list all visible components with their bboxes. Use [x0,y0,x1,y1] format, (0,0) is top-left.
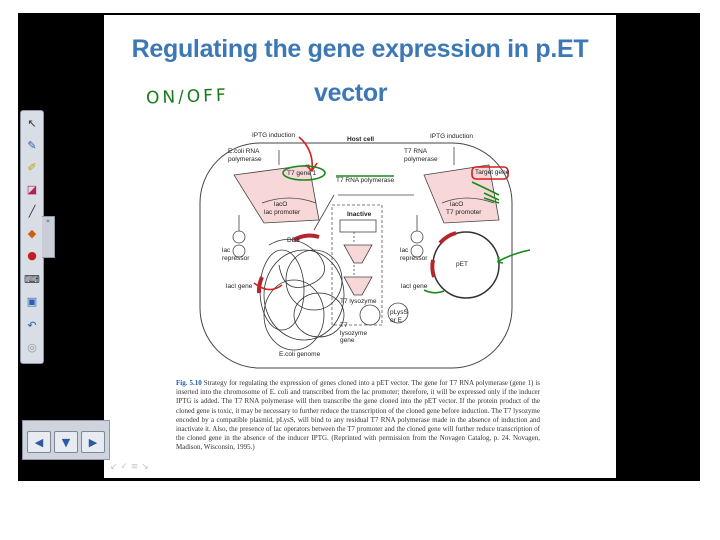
label-t7-rna-polymerase-right: T7 RNA polymerase [404,148,438,163]
line-icon[interactable]: ╱ [28,204,36,218]
slide-navigation-panel: ◀ ▼ ▶ [22,420,110,460]
highlighter-icon[interactable]: ✐ [27,160,37,174]
slide-title-line2: vector [314,79,388,107]
label-inactive: Inactive [347,211,372,218]
label-laco-left: lacO [274,201,288,208]
screen-capture-icon[interactable]: ▣ [26,294,38,308]
undo-icon[interactable]: ↶ [27,318,37,332]
previous-icon: ◀ [34,435,44,449]
collapse-chevron-icon: « [45,217,51,225]
slide-menu-button[interactable]: ▼ [54,431,78,453]
select-arrow-icon[interactable]: ↖ [27,116,37,130]
green-annotations [282,165,531,294]
pen-icon[interactable]: ✎ [27,138,37,152]
toolbar-collapse-handle[interactable]: « [42,216,55,258]
next-slide-button[interactable]: ▶ [81,431,105,453]
ecoli-genome-tangle [259,238,345,351]
down-icon: ▼ [61,435,71,449]
caption-text: Strategy for regulating the expression o… [176,379,540,452]
keyboard-icon[interactable]: ⌨ [24,272,40,286]
eraser-icon[interactable]: ◪ [26,182,38,196]
slide: Regulating the gene expression in p.ET v… [104,15,616,478]
label-iptg-right: IPTG induction [430,133,473,140]
inactive-box [331,204,383,326]
annotation-toolbar: ↖ ✎ ✐ ◪ ╱ ◆ ● ⌨ ▣ ↶ ◎ [20,110,44,364]
label-pet: pET [456,261,468,268]
label-laci-gene-left: lacI gene [226,283,253,290]
shape-icon[interactable]: ● [27,248,37,262]
label-lac-repressor-left: lac repressor [222,247,250,262]
fill-icon[interactable]: ◆ [27,226,37,240]
label-host-cell: Host cell [347,136,375,143]
label-de3: DE3 [287,237,300,244]
pet-vector-diagram [199,136,531,369]
label-laci-gene-right: lacI gene [401,283,428,290]
label-ecoli-genome: E.coli genome [279,351,321,358]
label-laco-right: lacO [450,201,464,208]
label-plyss: pLysS or E [390,309,408,324]
label-ecoli-rna-polymerase: E.coli RNA polymerase [228,148,262,163]
caption-fig-label: Fig. 5.10 [176,379,202,387]
label-target-gene: Target gene [475,169,510,176]
label-t7-promoter: T7 promoter [446,209,482,216]
label-lac-promoter: lac promoter [264,209,301,216]
faint-pen-shortcuts: ↙ ✓ ≡ ↘ [110,462,149,472]
red-annotations [253,136,509,291]
next-icon: ▶ [88,435,98,449]
label-lac-repressor-right: lac repressor [400,247,428,262]
label-t7-gene1: T7 gene 1 [287,170,317,177]
figure-caption: Fig. 5.10 Strategy for regulating the ex… [176,379,540,453]
spotlight-icon[interactable]: ◎ [27,340,37,354]
previous-slide-button[interactable]: ◀ [27,431,51,453]
label-t7-lysozyme-gene: T7 lysozyme gene [340,322,368,344]
label-t7-lysozyme: T7 lysozyme [340,298,377,305]
slide-title-line1: Regulating the gene expression in p.ET [131,35,589,63]
label-iptg-left: IPTG induction [252,132,295,139]
label-t7-rna-polymerase-center: T7 RNA polymerase [336,177,395,184]
